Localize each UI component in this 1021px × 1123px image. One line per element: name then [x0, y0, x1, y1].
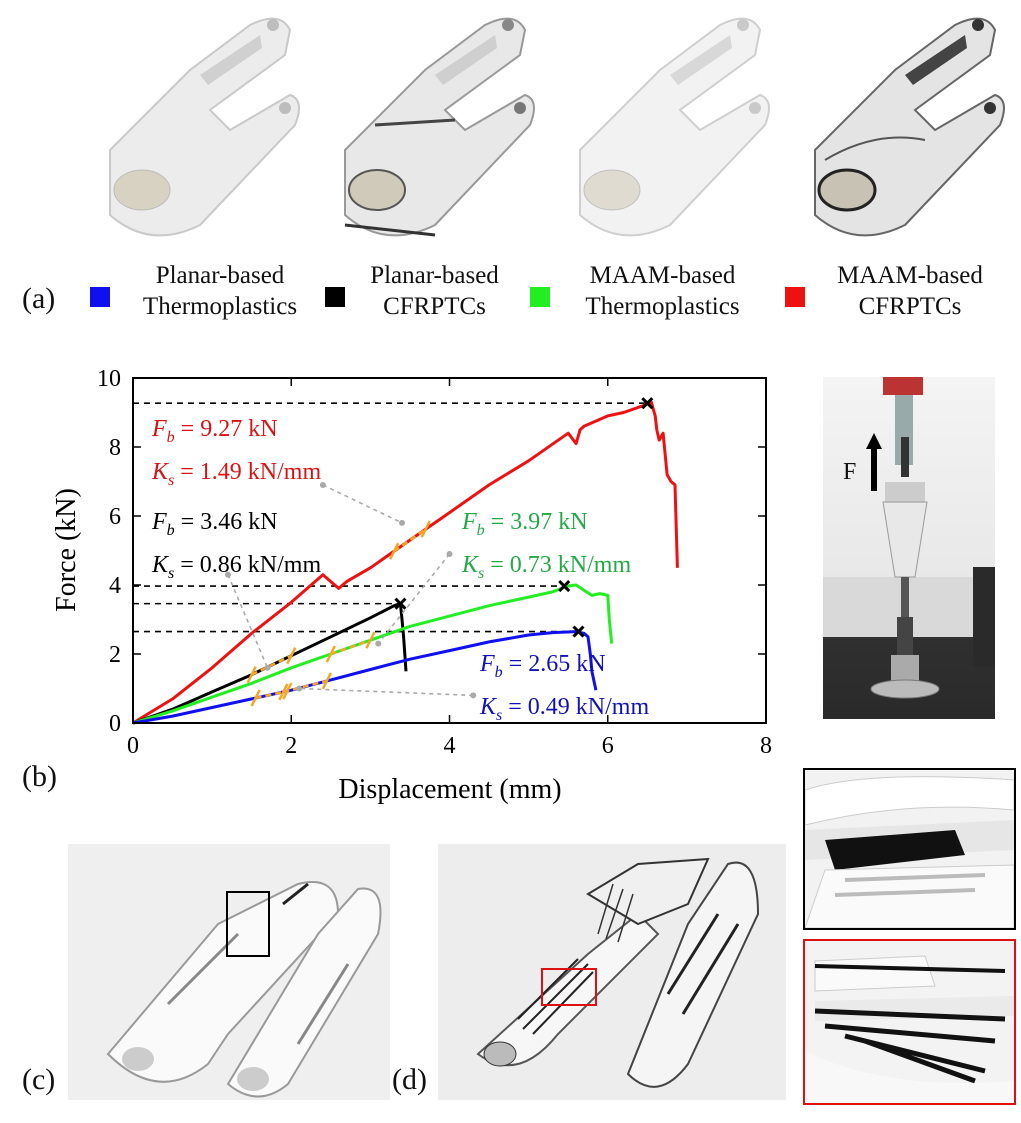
- legend-line-1: Planar-based: [370, 262, 499, 289]
- annotation-ks: Ks = 0.49 kN/mm: [480, 693, 650, 724]
- part-photo-maam-thermoplastic: [579, 17, 770, 237]
- stiffness-segment-black: [251, 654, 292, 676]
- panel-label-b: (b): [22, 760, 57, 793]
- peak-marker-stroke: [641, 397, 654, 410]
- y-tick-label: 6: [109, 504, 121, 530]
- annotation-leader-dot: [399, 519, 406, 526]
- highlight-box: [226, 891, 270, 957]
- annotation-leader-dot: [470, 692, 477, 699]
- stiffness-tick: [246, 666, 257, 684]
- stiffness-tick: [286, 647, 297, 665]
- annotation-leader-line: [322, 484, 403, 524]
- legend-item-planar-thermoplastics: Planar-based Thermoplastics: [125, 260, 315, 322]
- annotation-ks: Ks = 0.86 kN/mm: [152, 551, 322, 582]
- legend-line-2: Thermoplastics: [585, 293, 740, 320]
- peak-marker-stroke: [572, 625, 585, 638]
- legend-line-2: CFRPTCs: [858, 293, 962, 320]
- test-rig-photo: F: [823, 377, 995, 719]
- legend-swatch-maam-thermoplastics: [530, 287, 550, 307]
- x-tick-label: 0: [127, 733, 139, 759]
- stiffness-tick: [388, 542, 400, 560]
- legend-item-planar-cfrptcs: Planar-based CFRPTCs: [352, 260, 517, 322]
- stiffness-tick: [365, 631, 376, 649]
- legend-line-1: MAAM-based: [589, 262, 736, 289]
- legend-line-1: MAAM-based: [837, 262, 983, 289]
- series-line-red: [132, 400, 679, 725]
- annotation-fb: Fb = 3.46 kN: [152, 509, 278, 539]
- legend-line-2: CFRPTCs: [383, 293, 486, 320]
- stiffness-tick: [420, 520, 431, 538]
- force-label: F: [843, 459, 857, 485]
- annotation-leader-line: [299, 687, 474, 697]
- annotation-leader-dot: [446, 550, 453, 557]
- peak-marker-stroke: [558, 579, 571, 593]
- stiffness-tick: [250, 689, 261, 707]
- stiffness-segment-blue: [255, 689, 288, 700]
- series-line-black: [132, 602, 408, 725]
- annotation-leader-dot: [375, 640, 382, 647]
- stiffness-tick: [321, 672, 332, 690]
- force-arrow-icon: [871, 445, 877, 491]
- annotation-black: Fb = 3.46 kN Ks = 0.86 kN/mm: [152, 505, 321, 591]
- series-line-green: [132, 583, 614, 725]
- stiffness-tick: [325, 645, 336, 663]
- stiffness-segment-blue2: [283, 679, 328, 694]
- x-tick-label: 2: [285, 733, 297, 759]
- stiffness-segment-green: [330, 639, 371, 656]
- x-axis-label: Displacement (mm): [338, 774, 561, 805]
- annotation-leader-dot: [224, 571, 231, 578]
- peak-marker-red: [641, 397, 654, 410]
- annotation-red: Fb = 9.27 kN Ks = 1.49 kN/mm: [152, 412, 321, 498]
- legend-swatch-planar-cfrptcs: [325, 287, 345, 307]
- annotation-leader-dot: [319, 481, 326, 488]
- x-tick-label: 6: [602, 733, 614, 759]
- peak-marker-stroke: [394, 597, 407, 610]
- y-axis-label: Force (kN): [51, 488, 82, 612]
- x-tick-label: 8: [760, 733, 772, 759]
- part-photo-maam-cfrptc: [814, 17, 1005, 237]
- legend-swatch-planar-thermoplastics: [90, 287, 110, 307]
- panel-label-d: (d): [392, 1063, 427, 1096]
- y-tick-label: 8: [109, 435, 121, 461]
- annotation-leader-dot: [296, 685, 303, 692]
- part-photo-planar-thermoplastic: [109, 17, 300, 237]
- part-photo-planar-cfrptc: [344, 17, 535, 237]
- x-tick-label: 4: [444, 733, 456, 759]
- fractured-planar-part-photo: [68, 844, 390, 1100]
- annotation-blue: Fb = 2.65 kN Ks = 0.49 kN/mm: [480, 647, 649, 733]
- force-displacement-chart: 0 2 4 6 8 0 2 4 6 8 10 Displacement (mm) Force (kN…: [51, 366, 772, 805]
- series-line-blue: [132, 630, 598, 725]
- legend-item-maam-cfrptcs: MAAM-based CFRPTCs: [815, 260, 1005, 322]
- peak-marker-green: [558, 579, 571, 593]
- legend-line-1: Planar-based: [155, 262, 285, 289]
- stiffness-tick: [278, 683, 289, 701]
- stiffness-segment-red: [393, 528, 427, 553]
- y-tick-label: 10: [97, 366, 121, 392]
- panel-label-c: (c): [22, 1063, 56, 1096]
- legend-swatch-maam-cfrptcs: [785, 287, 805, 307]
- y-tick-label: 4: [109, 573, 121, 599]
- annotation-fb: Fb = 9.27 kN: [152, 416, 278, 446]
- panel-a: (a) Planar-based Thermoplastics Planar-b…: [0, 0, 1021, 340]
- y-tick-label: 2: [109, 642, 121, 668]
- annotation-leader-line: [377, 553, 451, 645]
- panel-label-a: (a): [22, 282, 56, 315]
- peak-marker-blue: [572, 625, 585, 638]
- legend-item-maam-thermoplastics: MAAM-based Thermoplastics: [565, 260, 760, 322]
- peak-marker-black: [394, 597, 407, 610]
- force-arrow-head-icon: [866, 433, 882, 449]
- y-tick-label: 0: [109, 711, 121, 737]
- annotation-ks: Ks = 0.73 kN/mm: [462, 551, 632, 582]
- annotation-ks: Ks = 1.49 kN/mm: [152, 458, 322, 489]
- fractured-maam-part-photo: [438, 844, 786, 1100]
- zoom-inset-planar-fracture: [803, 768, 1016, 930]
- annotation-green: Fb = 3.97 kN Ks = 0.73 kN/mm: [462, 505, 631, 591]
- annotation-fb: Fb = 3.97 kN: [462, 509, 588, 539]
- zoom-inset-maam-fracture: [803, 939, 1016, 1105]
- annotation-leader-line: [227, 574, 269, 669]
- highlight-box: [541, 968, 597, 1006]
- annotation-leader-dot: [264, 664, 271, 671]
- annotation-fb: Fb = 2.65 kN: [480, 651, 606, 681]
- legend-line-2: Thermoplastics: [142, 293, 298, 320]
